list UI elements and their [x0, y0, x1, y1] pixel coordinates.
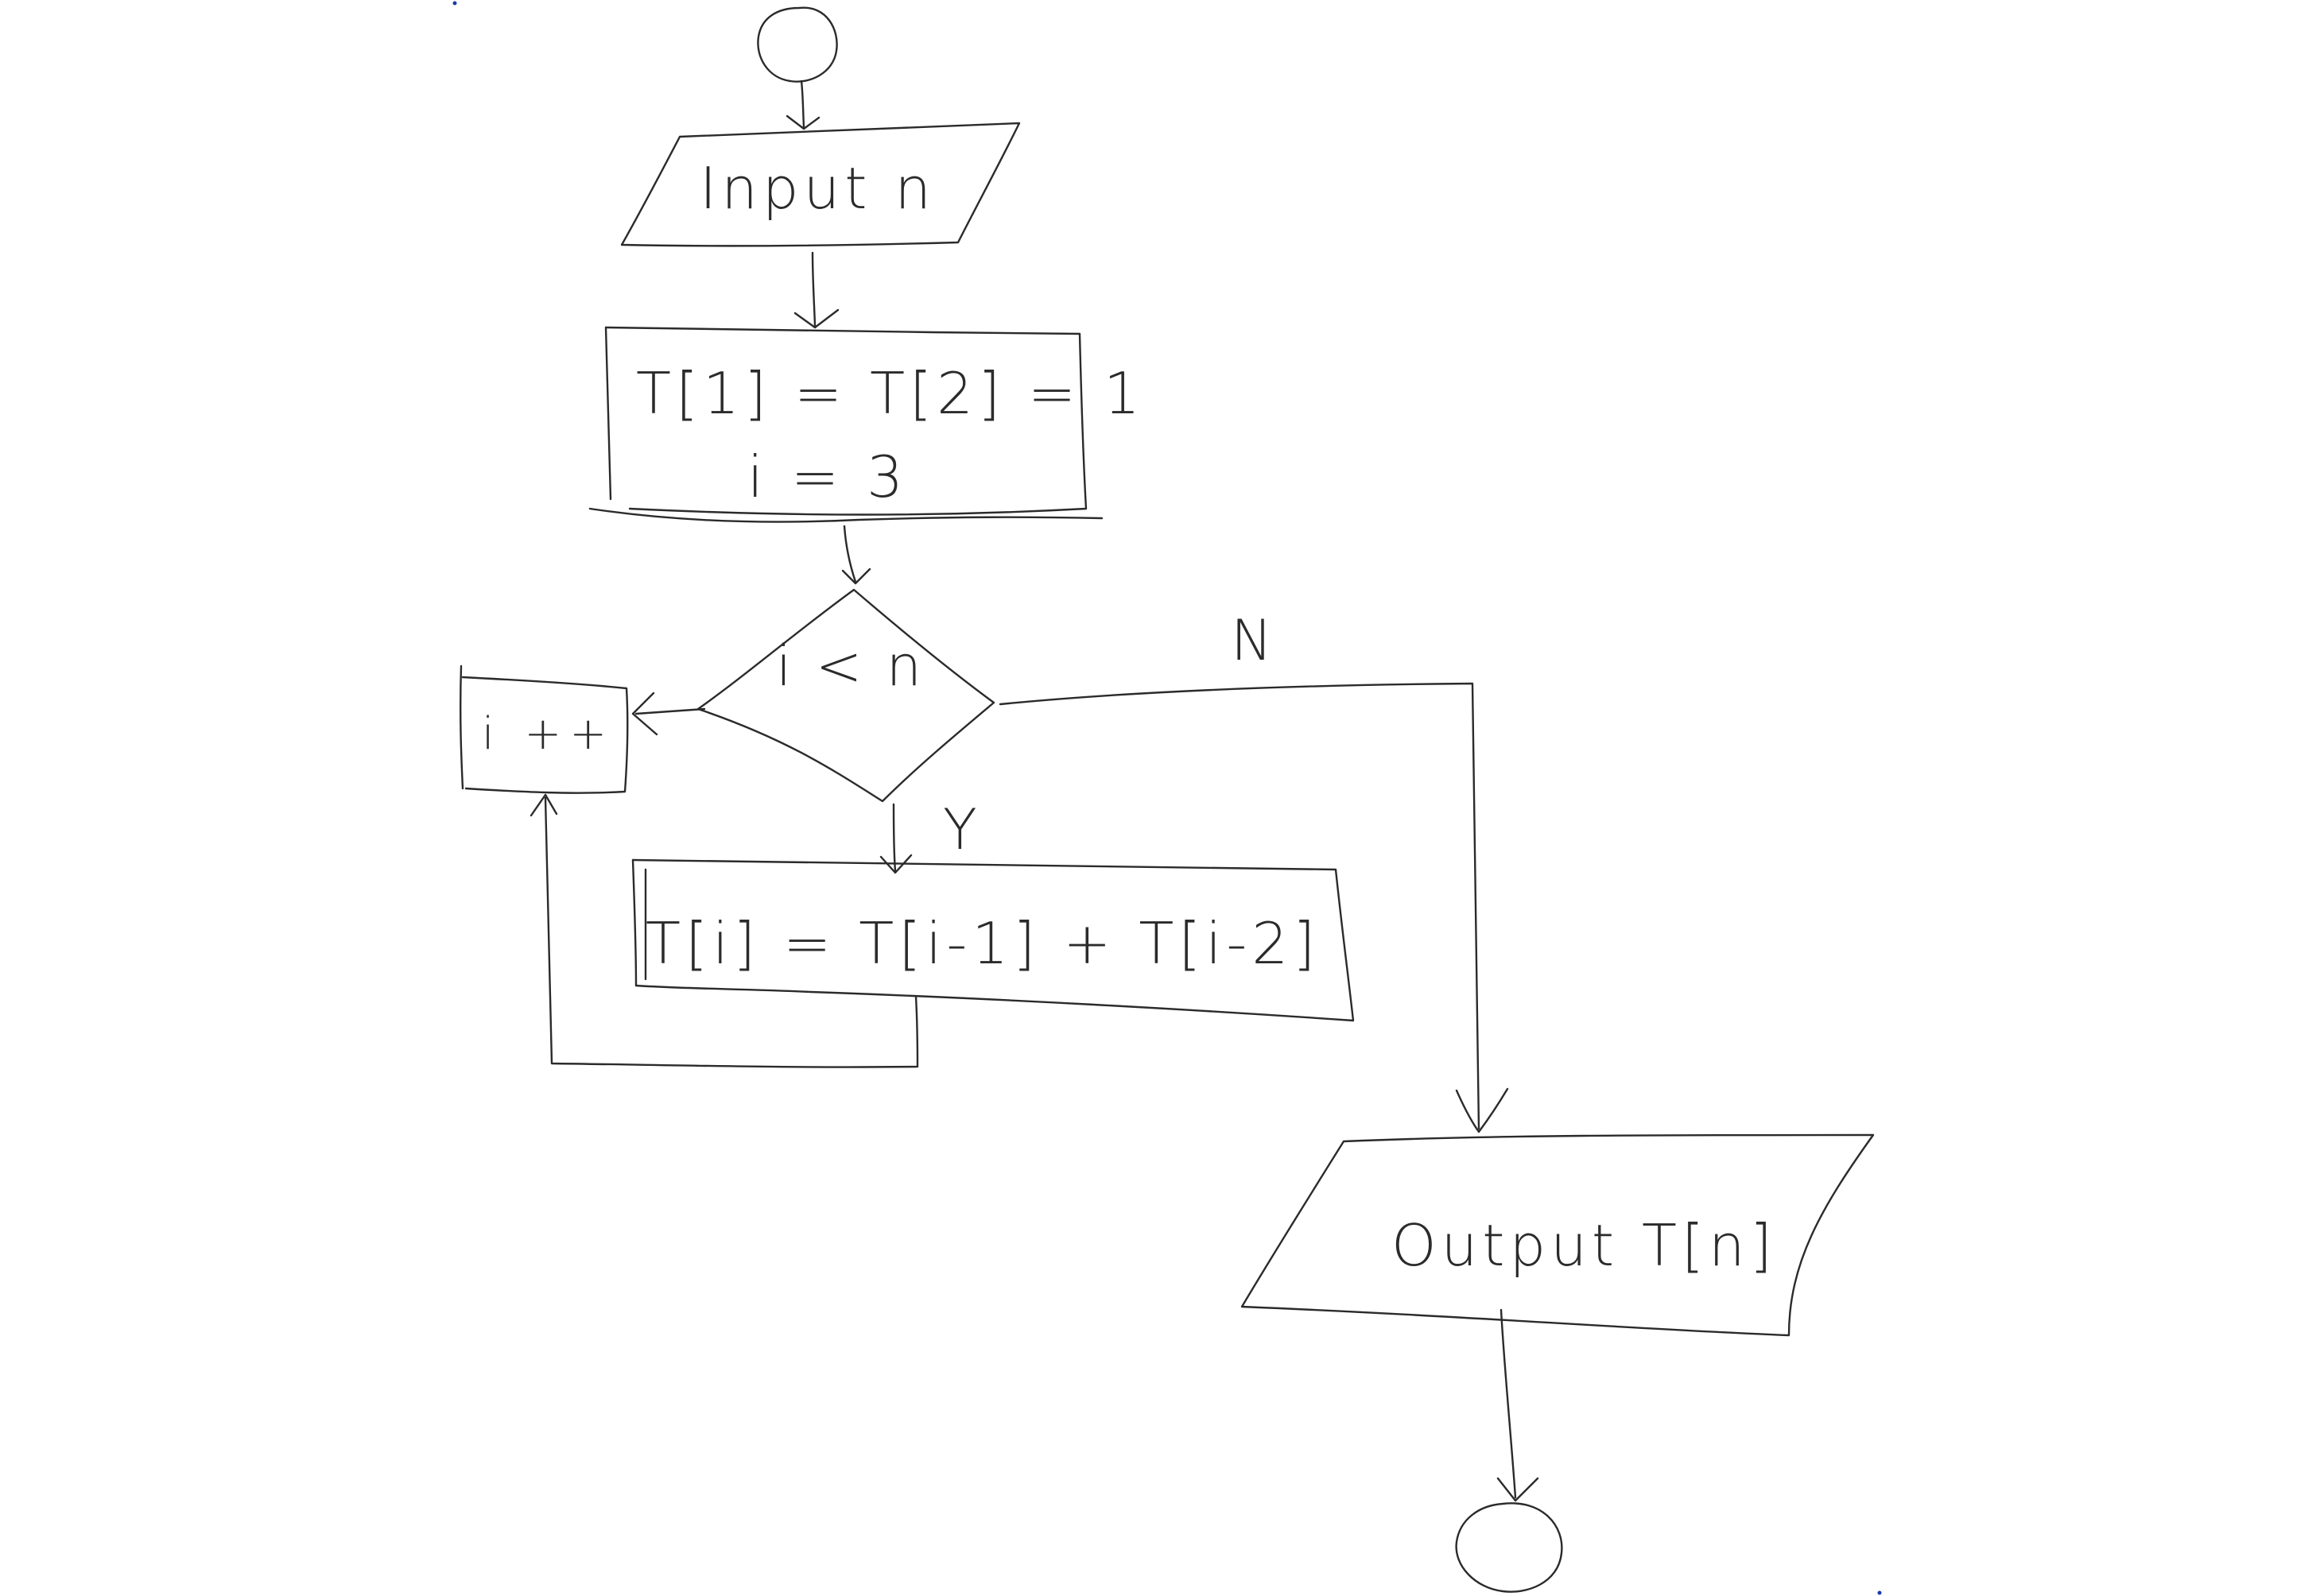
stray-dot	[452, 1, 457, 6]
arrow-decision-yes-to-compute: Y	[879, 797, 980, 874]
init-node: T[1] = T[2] = 1 i = 3	[588, 326, 1145, 523]
compute-label: T[i] = T[i-1] + T[i-2]	[646, 910, 1320, 977]
decision-label: i < n	[776, 633, 925, 699]
arrow-start-to-input	[786, 79, 821, 130]
output-node: Output T[n]	[1240, 1133, 1875, 1337]
start-node	[757, 6, 838, 83]
increment-label: i ++	[482, 708, 615, 760]
arrow-output-to-end	[1496, 1308, 1539, 1502]
arrow-decision-no-to-output: N	[999, 608, 1509, 1133]
arrow-input-to-init	[793, 251, 840, 329]
init-label-line2: i = 3	[747, 444, 908, 510]
arrow-decision-to-increment	[631, 691, 706, 736]
yes-edge-label: Y	[943, 797, 980, 862]
decision-node: i < n	[696, 588, 995, 803]
arrow-init-to-decision	[841, 525, 871, 585]
output-label: Output T[n]	[1391, 1212, 1777, 1279]
no-edge-label: N	[1231, 608, 1275, 673]
end-node	[1455, 1502, 1563, 1593]
init-label-line1: T[1] = T[2] = 1	[636, 360, 1145, 427]
increment-node: i ++	[459, 664, 629, 794]
compute-node: T[i] = T[i-1] + T[i-2]	[631, 858, 1355, 1022]
input-label: Input n	[700, 155, 936, 222]
stray-dot	[1877, 1590, 1882, 1595]
input-node: Input n	[620, 122, 1021, 247]
arrow-compute-loop-to-increment	[530, 793, 919, 1068]
